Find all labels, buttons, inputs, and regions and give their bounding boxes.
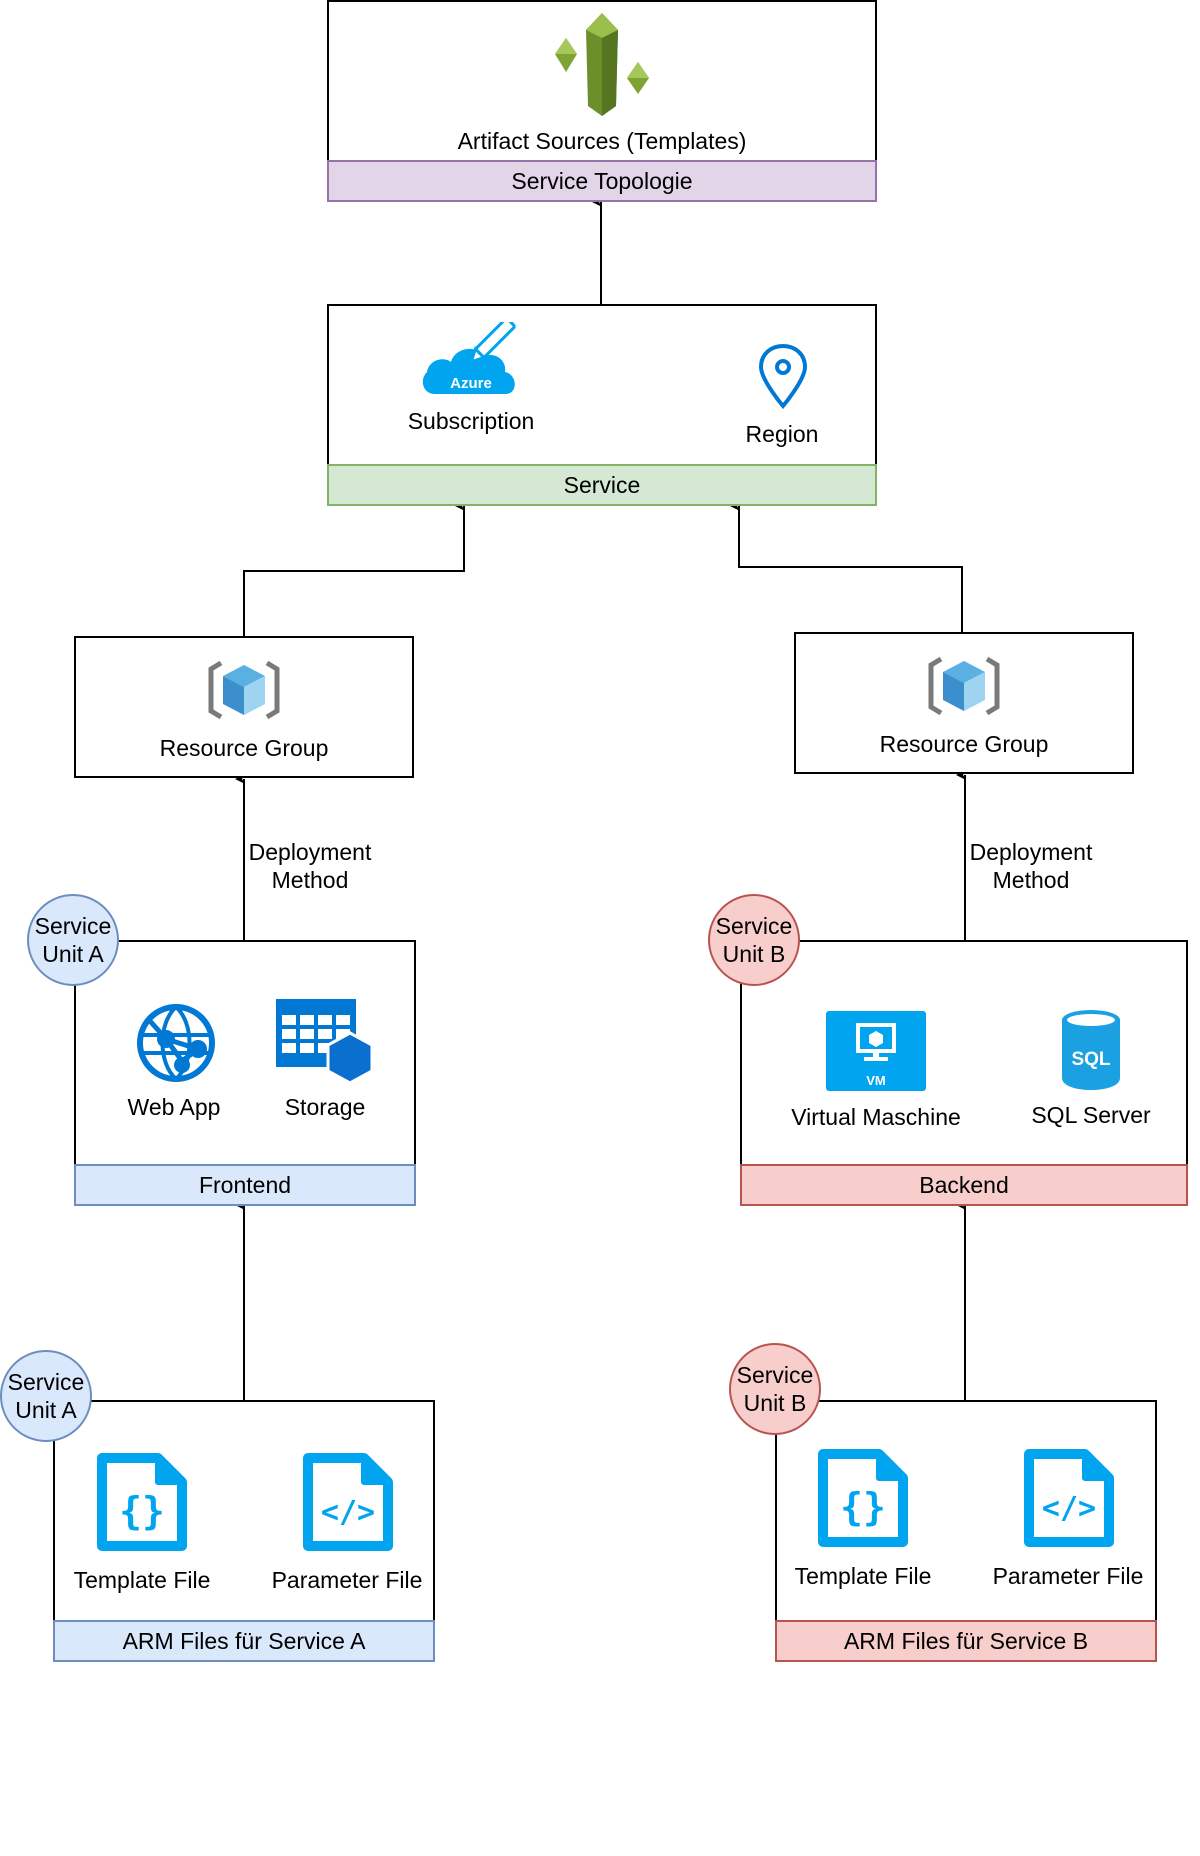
arm-service-unit-b-line1: Service	[736, 1362, 814, 1388]
service-unit-a-line1: Service	[34, 913, 112, 939]
subscription-label: Subscription	[407, 408, 535, 434]
sql-badge-text: SQL	[1071, 1049, 1110, 1070]
deployment-method-a-label: Deployment Method	[240, 838, 380, 894]
arm-service-unit-a-line2: Unit A	[15, 1397, 77, 1423]
service-unit-b-line1: Service	[715, 913, 793, 939]
template-file-b-icon: {}	[818, 1449, 908, 1547]
arm-service-unit-a-line1: Service	[7, 1369, 85, 1395]
artifact-sources-label: Artifact Sources (Templates)	[457, 128, 747, 154]
deployment-method-b-line1: Deployment	[969, 839, 1093, 865]
azure-subscription-icon: Azure	[422, 322, 516, 394]
virtual-machine-label: Virtual Maschine	[791, 1104, 961, 1130]
azure-badge-text: Azure	[450, 375, 492, 392]
arm-service-unit-b-line2: Unit B	[743, 1390, 807, 1416]
resource-group-a-icon	[208, 660, 280, 720]
artifact-crystal-icon	[555, 13, 649, 116]
vm-badge-text: VM	[866, 1073, 886, 1088]
template-file-b-label: Template File	[794, 1563, 932, 1589]
parameter-file-a-icon: </>	[303, 1453, 393, 1551]
web-app-icon	[137, 1004, 215, 1082]
resource-group-b-label: Resource Group	[879, 731, 1049, 757]
resource-group-a-label: Resource Group	[159, 735, 329, 761]
parameter-file-b-icon: </>	[1024, 1449, 1114, 1547]
arm-files-b-band: ARM Files für Service B	[775, 1620, 1157, 1662]
region-label: Region	[745, 421, 819, 447]
service-box	[327, 304, 877, 466]
template-file-a-label: Template File	[73, 1567, 211, 1593]
frontend-band: Frontend	[74, 1164, 416, 1206]
backend-band: Backend	[740, 1164, 1188, 1206]
parameter-file-a-label: Parameter File	[271, 1567, 423, 1593]
svg-text:{}: {}	[119, 1489, 165, 1533]
svg-text:</>: </>	[321, 1495, 375, 1530]
deployment-method-b-label: Deployment Method	[961, 838, 1101, 894]
deployment-method-a-line1: Deployment	[248, 839, 372, 865]
parameter-file-b-label: Parameter File	[992, 1563, 1144, 1589]
svg-text:</>: </>	[1042, 1491, 1096, 1526]
region-pin-icon	[758, 343, 808, 409]
web-app-label: Web App	[127, 1094, 221, 1120]
service-unit-a-line2: Unit A	[42, 941, 104, 967]
storage-label: Storage	[284, 1094, 366, 1120]
sql-server-icon: SQL	[1062, 1010, 1120, 1090]
connector-rgb-to-service	[730, 501, 963, 632]
storage-table-icon	[276, 999, 374, 1085]
deployment-method-a-line2: Method	[271, 867, 349, 893]
service-unit-b-line2: Unit B	[722, 941, 786, 967]
service-band: Service	[327, 464, 877, 506]
service-topology-band: Service Topologie	[327, 160, 877, 202]
deployment-method-b-line2: Method	[992, 867, 1070, 893]
sql-server-label: SQL Server	[1031, 1102, 1151, 1128]
virtual-machine-icon: VM	[826, 1011, 926, 1091]
svg-text:{}: {}	[840, 1485, 886, 1529]
template-file-a-icon: {}	[97, 1453, 187, 1551]
arm-files-a-band: ARM Files für Service A	[53, 1620, 435, 1662]
connector-rga-to-service	[243, 501, 465, 636]
resource-group-b-box	[794, 632, 1134, 774]
resource-group-b-icon	[928, 656, 1000, 716]
